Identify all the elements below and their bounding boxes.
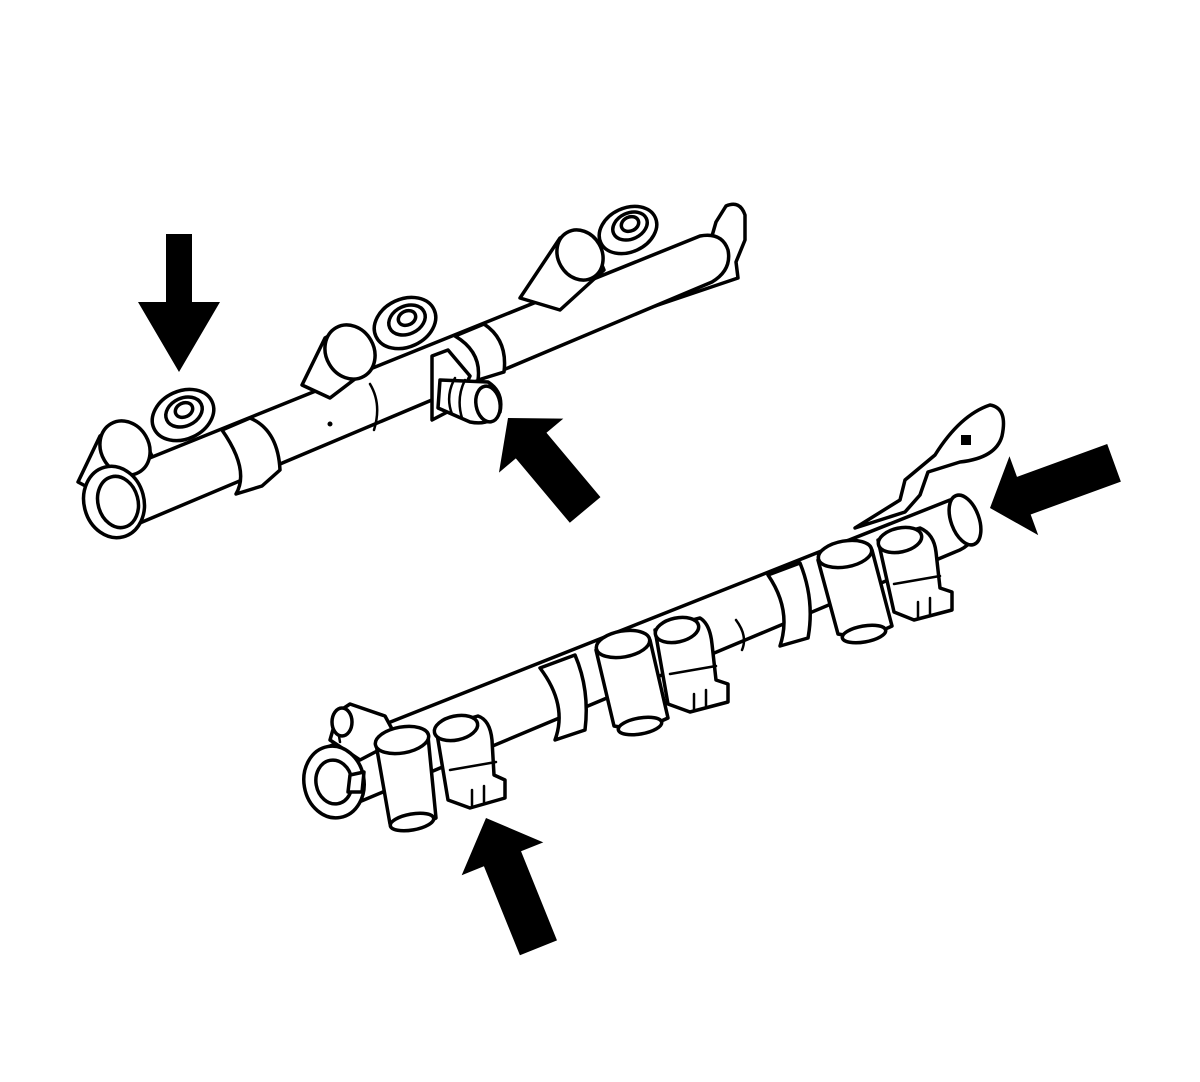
lower-rail-clamp-1: [538, 653, 588, 742]
upper-rail-fuel-inlet: [430, 348, 503, 425]
lower-rail-end-cap: [947, 493, 983, 547]
upper-injector-cup-3: [518, 204, 659, 312]
lower-rail-open-end: [302, 744, 366, 820]
lower-injector-pod-1: [373, 713, 507, 833]
arrow-lower-right-end: [990, 444, 1121, 536]
arrow-upper-left-down: [138, 234, 220, 372]
arrow-lower-left-up: [461, 818, 557, 956]
upper-rail-open-end: [81, 464, 147, 540]
lower-injector-pod-3: [816, 525, 954, 645]
callout-arrows: [138, 234, 1121, 956]
lower-rail-clamp-2: [766, 561, 812, 648]
upper-rail-tube: [98, 233, 731, 530]
lower-injector-pod-2: [594, 615, 730, 737]
upper-injector-cup-1: [76, 387, 216, 498]
arrow-upper-right-inlet: [498, 418, 601, 523]
upper-rail-clamp-1: [220, 416, 282, 496]
upper-injector-cup-2: [300, 295, 438, 400]
lower-fuel-rail: [302, 403, 1006, 833]
upper-fuel-rail: [76, 202, 747, 540]
upper-rail-clamp-2: [453, 322, 507, 382]
